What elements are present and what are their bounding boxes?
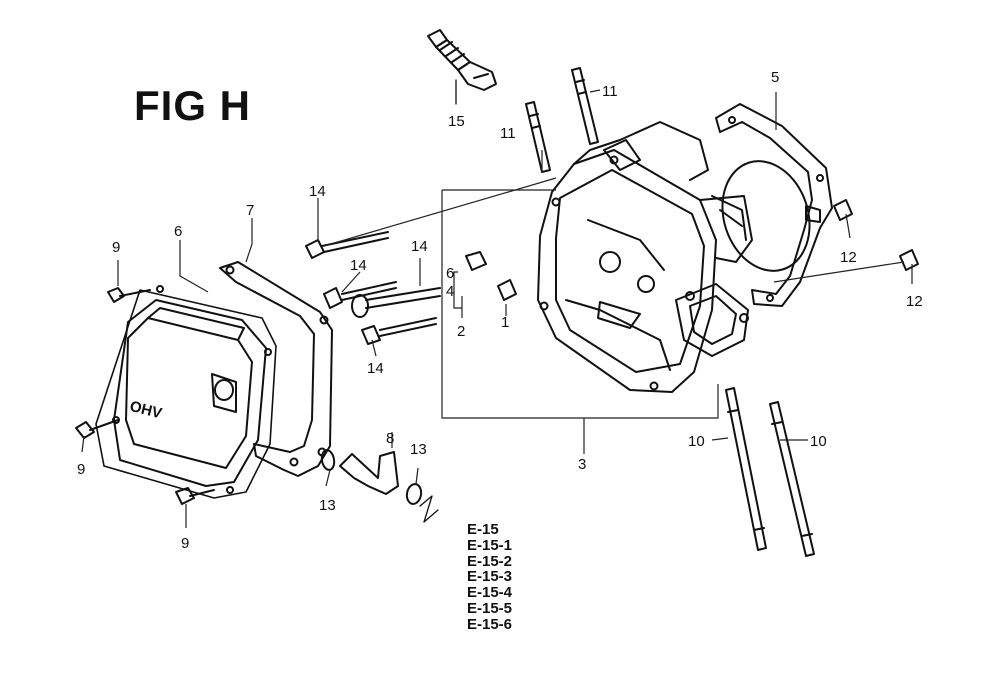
dowel-pin-12-upper bbox=[833, 199, 853, 221]
reference-code: E-15-4 bbox=[467, 584, 513, 602]
bolt-9-top bbox=[107, 287, 151, 303]
callout-5: 5 bbox=[771, 69, 779, 86]
callout-14-left: 14 bbox=[350, 257, 367, 274]
leader-lines bbox=[81, 89, 913, 528]
reference-code: E-15-1 bbox=[467, 536, 513, 554]
callout-6: 6 bbox=[174, 223, 182, 240]
callout-9-top: 9 bbox=[112, 239, 120, 256]
callout-14-right: 14 bbox=[411, 238, 428, 255]
callout-9-bottom: 9 bbox=[181, 535, 189, 552]
callout-11-right: 11 bbox=[602, 83, 618, 100]
head-gasket bbox=[715, 103, 833, 307]
callout-13-left: 13 bbox=[319, 497, 336, 514]
callout-10-right: 10 bbox=[810, 433, 827, 450]
tube-clip-13-left bbox=[320, 449, 336, 471]
bolt-9-left bbox=[75, 419, 119, 439]
dowel-pin-1 bbox=[497, 279, 517, 301]
spark-plug bbox=[427, 29, 497, 91]
bolt-14-washer bbox=[351, 287, 441, 318]
stud-bolt-11-right bbox=[571, 67, 599, 145]
callout-14-top: 14 bbox=[309, 183, 326, 200]
breather-tube bbox=[339, 451, 399, 495]
callout-11-left: 11 bbox=[500, 125, 516, 142]
stud-bolt-10-left bbox=[725, 387, 767, 551]
reference-code-list: E-15 E-15-1 E-15-2 E-15-3 E-15-4 E-15-5 … bbox=[467, 522, 512, 633]
stud-bolt-10-right bbox=[769, 401, 815, 557]
callout-8: 8 bbox=[386, 430, 394, 447]
dowel-pin-6 bbox=[465, 251, 487, 271]
dowel-pin-12-lower bbox=[899, 249, 919, 271]
callout-labels: 1 2 3 4 5 6 6 7 8 9 9 9 10 10 11 11 12 1… bbox=[77, 69, 923, 552]
reference-code: E-15 bbox=[467, 521, 499, 538]
cover-gasket bbox=[219, 261, 333, 477]
callout-1: 1 bbox=[501, 314, 509, 331]
callout-7: 7 bbox=[246, 202, 254, 219]
bolt-14-lower bbox=[361, 317, 437, 345]
callout-13-right: 13 bbox=[410, 441, 427, 458]
callout-15: 15 bbox=[448, 113, 465, 130]
reference-code: E-15-2 bbox=[467, 552, 513, 570]
valve-cover bbox=[95, 285, 277, 499]
cylinder-head bbox=[537, 121, 753, 393]
bolt-14-mid bbox=[323, 281, 397, 309]
callout-6-second: 6 bbox=[446, 265, 454, 282]
figure-title: FIG H bbox=[134, 82, 251, 129]
bolt-9-bottom bbox=[175, 487, 215, 505]
callout-12-upper: 12 bbox=[840, 249, 857, 266]
callout-14-bottom: 14 bbox=[367, 360, 384, 377]
reference-code: E-15-6 bbox=[467, 615, 513, 633]
cover-emboss-text: OHV bbox=[128, 398, 164, 422]
callout-4: 4 bbox=[446, 283, 454, 300]
callout-9-left: 9 bbox=[77, 461, 85, 478]
callout-10-left: 10 bbox=[688, 433, 705, 450]
callout-12-lower: 12 bbox=[906, 293, 923, 310]
reference-code: E-15-5 bbox=[467, 599, 513, 617]
reference-code: E-15-3 bbox=[467, 568, 513, 586]
callout-3: 3 bbox=[578, 456, 586, 473]
stud-bolt-11-left bbox=[525, 101, 551, 173]
tube-clip-13-right bbox=[405, 483, 423, 505]
callout-2: 2 bbox=[457, 323, 465, 340]
